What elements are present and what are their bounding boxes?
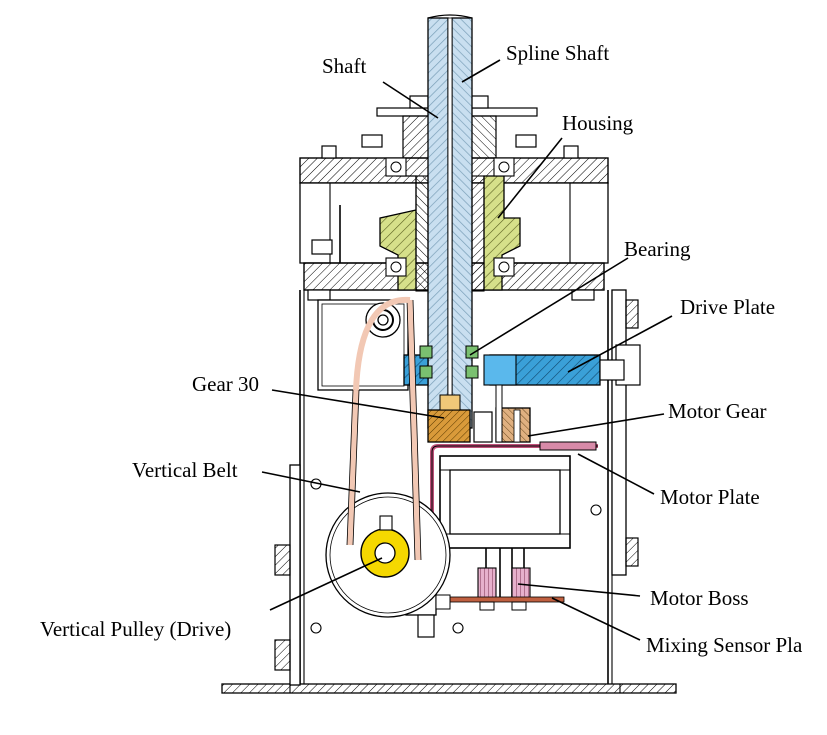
labels: Shaft Spline Shaft Housing Bearing Drive… [40,41,803,657]
shaft-assembly [415,14,485,429]
label-bearing: Bearing [624,237,691,261]
gears [427,384,531,443]
label-spline-shaft: Spline Shaft [506,41,609,65]
housing [379,157,521,291]
label-housing: Housing [562,111,634,135]
label-motor-gear: Motor Gear [668,399,767,423]
label-vertical-belt: Vertical Belt [132,458,238,482]
leader-lines [261,59,673,641]
label-gear-30: Gear 30 [192,372,259,396]
pulley-belt [325,296,451,618]
label-motor-plate: Motor Plate [660,485,760,509]
drive-plate [403,345,625,386]
label-drive-plate: Drive Plate [680,295,775,319]
label-motor-boss: Motor Boss [650,586,749,610]
label-shaft: Shaft [322,54,366,78]
label-vertical-pulley-drive: Vertical Pulley (Drive) [40,617,231,641]
label-mixing-sensor-plate: Mixing Sensor Pla [646,633,803,657]
